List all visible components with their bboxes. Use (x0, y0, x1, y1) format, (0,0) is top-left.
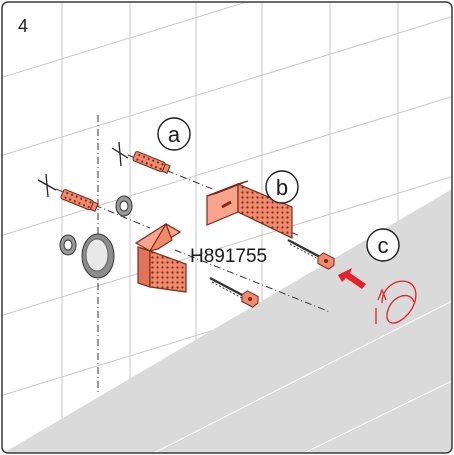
callout-b: b (265, 170, 299, 204)
mounting-bracket-lower (134, 222, 187, 293)
step-number: 4 (18, 16, 28, 36)
washer-icon (59, 234, 77, 256)
floor-area (2, 188, 452, 453)
callout-c: c (366, 228, 400, 262)
screw-icon (209, 276, 259, 308)
svg-text:c: c (378, 233, 389, 258)
washer-icon (115, 195, 133, 217)
svg-text:a: a (168, 122, 181, 147)
drill-mark-lower (37, 173, 57, 198)
dowel-anchor-icon (60, 189, 99, 212)
part-number-label: H891755 (190, 246, 267, 267)
callout-a: a (157, 117, 191, 151)
dowel-anchor-icon (132, 151, 171, 174)
screw-icon (287, 238, 335, 270)
mounting-bracket-b (206, 180, 293, 239)
rotation-icon (375, 280, 417, 324)
wall-outlet-plate (81, 233, 115, 279)
drill-mark-upper (111, 141, 129, 167)
push-arrow-icon (338, 268, 366, 289)
floor-joints (149, 299, 452, 453)
svg-text:b: b (276, 175, 288, 200)
